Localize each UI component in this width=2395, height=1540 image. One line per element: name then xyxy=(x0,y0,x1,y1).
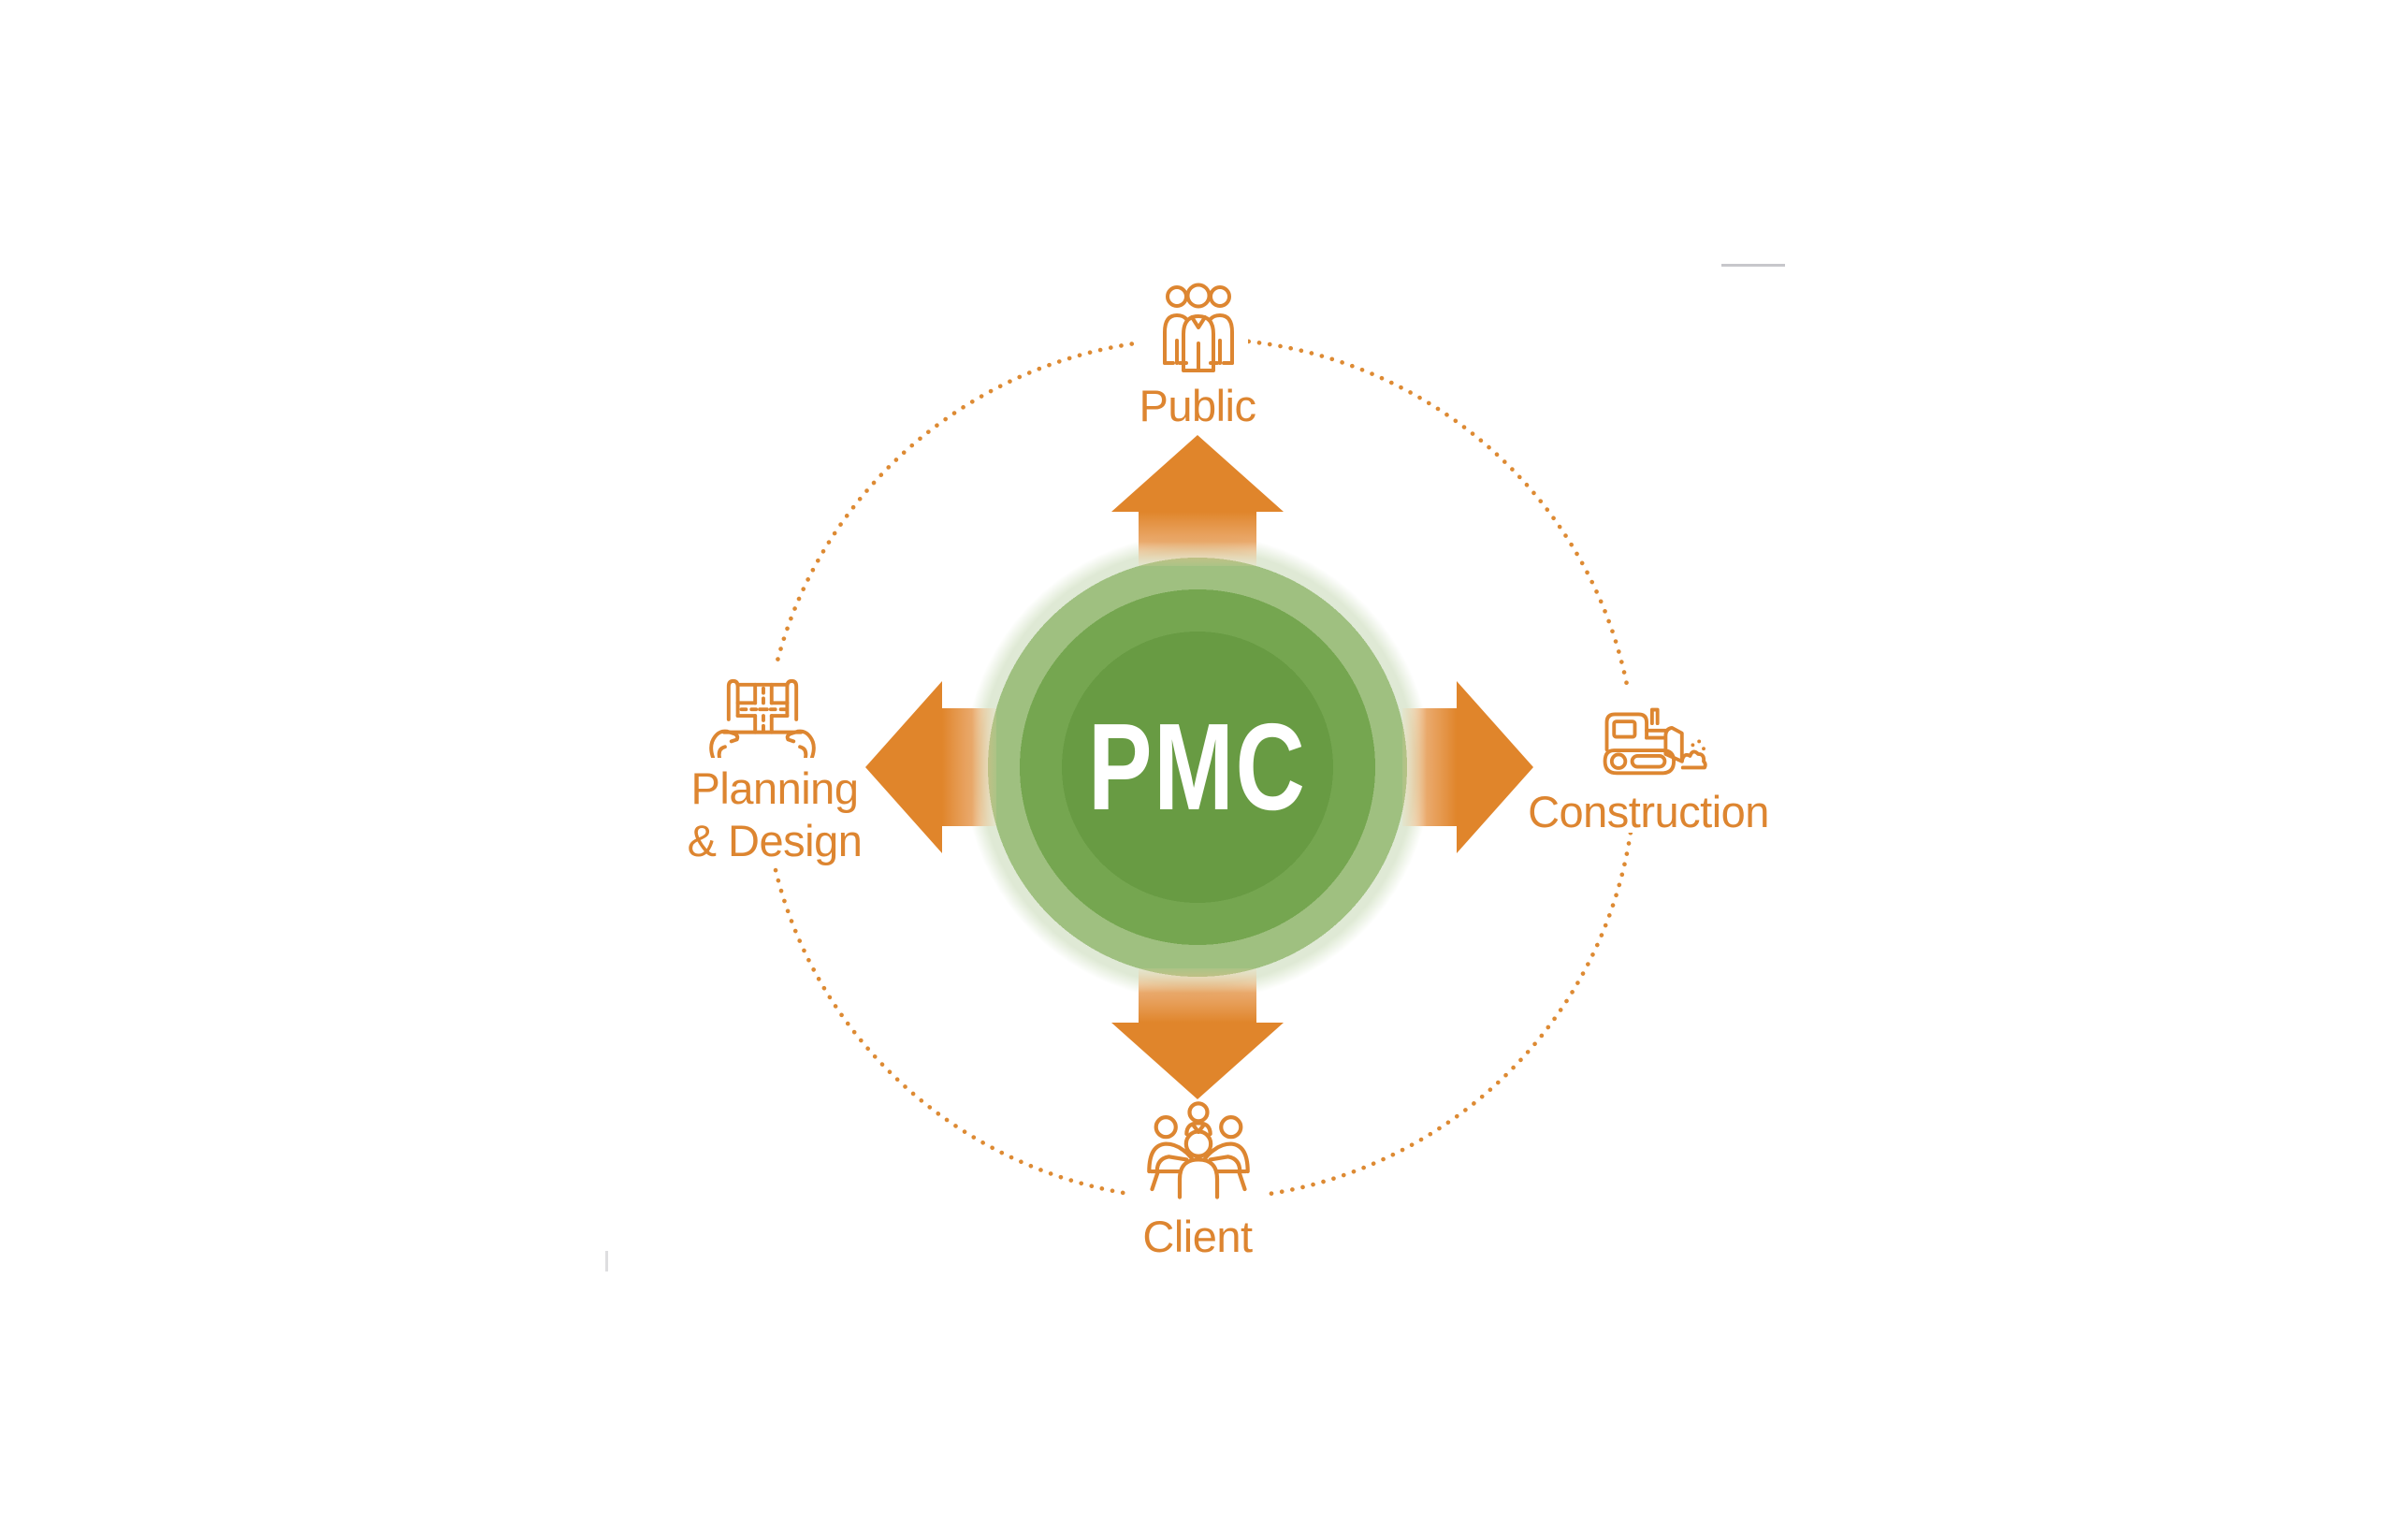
arrow-up xyxy=(1111,435,1284,566)
blueprint-hands-icon xyxy=(709,678,816,758)
arrow-right xyxy=(1402,681,1533,853)
node-label-planning: Planning & Design xyxy=(688,763,863,867)
arrow-left xyxy=(865,681,996,853)
node-label-client: Client xyxy=(1142,1212,1253,1261)
dot-gap-left xyxy=(681,666,868,867)
center-circle: PMC xyxy=(964,533,1431,1001)
artifact-gray-line xyxy=(1721,264,1785,267)
node-label-public: Public xyxy=(1139,381,1256,430)
node-label-construction: Construction xyxy=(1528,787,1769,836)
arrow-down xyxy=(1111,968,1284,1099)
bulldozer-icon xyxy=(1603,707,1707,776)
meeting-table-icon xyxy=(1147,1101,1250,1199)
dot-gap-right xyxy=(1534,688,1787,833)
people-group-icon xyxy=(1163,283,1234,372)
center-circle-label: PMC xyxy=(1088,698,1307,835)
artifact-gray-tick xyxy=(605,1251,608,1271)
dot-gap-top xyxy=(1138,281,1248,412)
planning-label-line2: & Design xyxy=(687,816,863,865)
planning-label-line1: Planning xyxy=(690,763,859,813)
